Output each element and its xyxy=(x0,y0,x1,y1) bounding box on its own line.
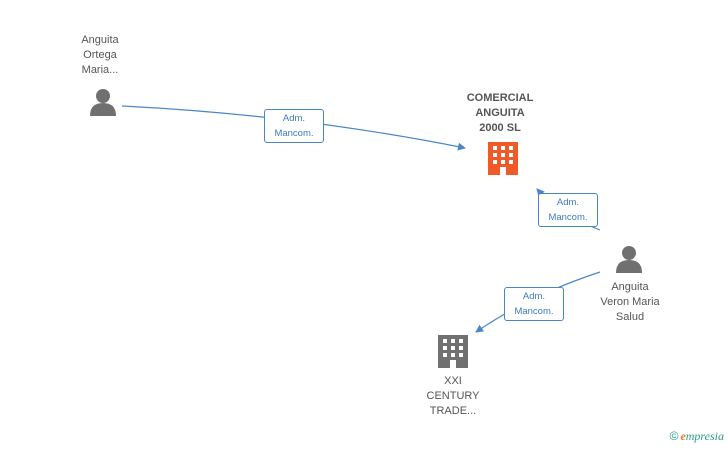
node-label-company-main[interactable]: COMERCIAL ANGUITA 2000 SL xyxy=(466,92,534,134)
node-label-person-right[interactable]: Anguita Veron Maria Salud xyxy=(600,281,660,323)
brand-e: e xyxy=(680,429,686,443)
brand-text: mpresia xyxy=(685,429,724,443)
edge-label-1: Adm. Mancom. xyxy=(264,109,324,143)
empresia-watermark: ©empresia xyxy=(670,429,724,444)
person-icon[interactable] xyxy=(90,89,116,116)
node-label-company-bottom[interactable]: XXI CENTURY TRADE... xyxy=(426,375,480,417)
person-icon[interactable] xyxy=(616,246,642,273)
copyright-symbol: © xyxy=(669,429,679,443)
building-icon[interactable] xyxy=(438,335,468,368)
building-icon[interactable] xyxy=(488,142,518,175)
edge-label-3: Adm. Mancom. xyxy=(504,287,564,321)
node-label-person-top-left[interactable]: Anguita Ortega Maria... xyxy=(81,34,119,76)
edge-label-2: Adm. Mancom. xyxy=(538,193,598,227)
